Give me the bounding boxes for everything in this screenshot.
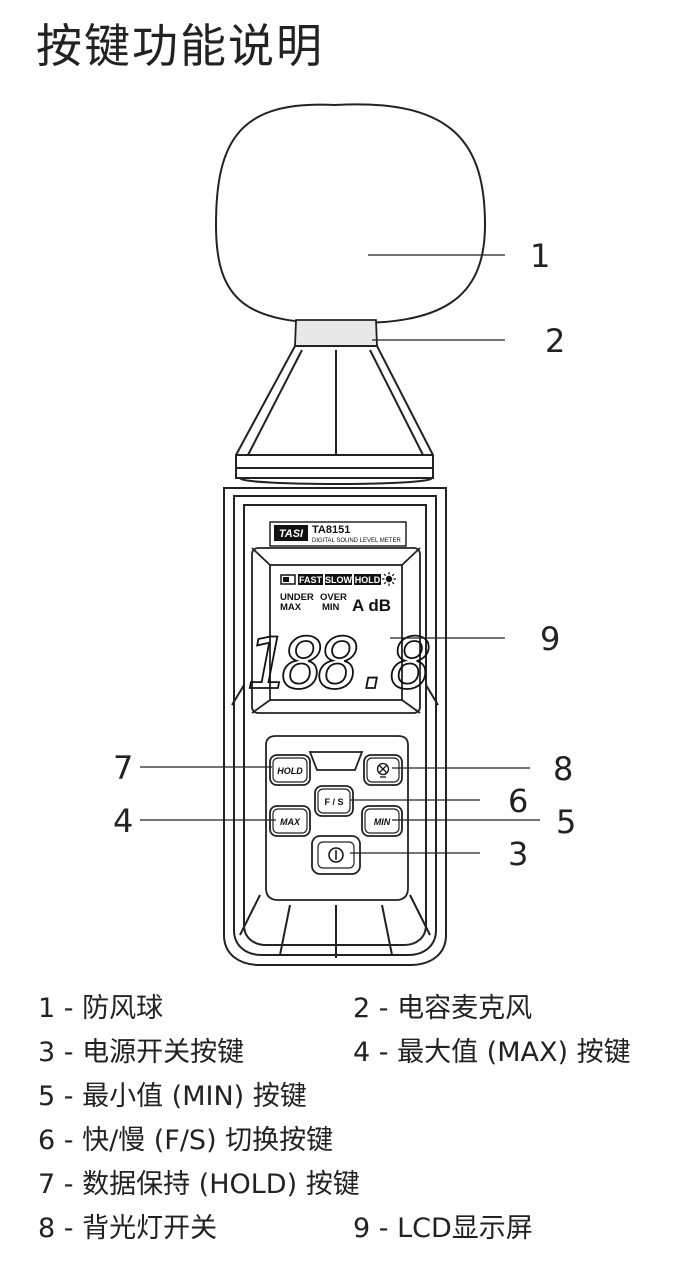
lcd-bezel — [251, 547, 421, 714]
lcd-over: OVER — [320, 592, 347, 603]
model-subtitle: DIGITAL SOUND LEVEL METER — [312, 538, 401, 544]
legend-item-2: 2 - 电容麦克风 — [353, 993, 533, 1024]
legend-item-8: 8 - 背光灯开关 — [38, 1213, 218, 1244]
min-button-label: MIN — [374, 817, 391, 827]
sound-level-meter-diagram: TASI TA8151 DIGITAL SOUND LEVEL METER FA… — [113, 103, 576, 966]
callout-1: 1 — [530, 237, 550, 275]
legend-item-9: 9 - LCD显示屏 — [353, 1213, 533, 1244]
callout-8: 8 — [553, 750, 573, 788]
page-title: 按键功能说明 — [36, 19, 324, 73]
legend-item-1: 1 - 防风球 — [38, 993, 164, 1024]
fs-button[interactable]: F / S — [314, 785, 354, 817]
lcd-fast: FAST — [299, 575, 323, 585]
callout-2: 2 — [545, 322, 565, 360]
legend-item-5: 5 - 最小值 (MIN) 按键 — [38, 1081, 307, 1112]
callout-5: 5 — [556, 803, 576, 841]
leader-lines — [140, 254, 540, 854]
hold-button-label: HOLD — [277, 766, 303, 776]
legend-item-3: 3 - 电源开关按键 — [38, 1037, 245, 1068]
backlight-button[interactable] — [363, 754, 403, 786]
brand-strip: TASI TA8151 DIGITAL SOUND LEVEL METER — [269, 521, 407, 547]
legend-item-6: 6 - 快/慢 (F/S) 切换按键 — [38, 1125, 334, 1156]
power-icon — [328, 847, 344, 863]
lcd-under: UNDER — [280, 592, 314, 603]
power-button[interactable] — [311, 835, 361, 875]
legend-item-7: 7 - 数据保持 (HOLD) 按键 — [38, 1169, 360, 1200]
lcd-digits: 188.8 — [246, 623, 430, 705]
fs-button-label: F / S — [324, 797, 343, 807]
hold-button[interactable]: HOLD — [269, 754, 311, 786]
min-button[interactable]: MIN — [361, 805, 403, 837]
lcd-min: MIN — [322, 602, 340, 613]
lcd-unit: A dB — [352, 596, 391, 615]
lcd-max: MAX — [280, 602, 302, 613]
microphone — [294, 319, 378, 347]
brand-logo: TASI — [279, 528, 304, 540]
max-button[interactable]: MAX — [269, 805, 311, 837]
backlight-sun-icon — [382, 572, 396, 586]
meter-head — [235, 345, 434, 485]
callout-7: 7 — [113, 749, 133, 787]
lcd-screen: FAST SLOW HOLD UNDER OVER MAX MIN A dB 1… — [245, 572, 436, 706]
windscreen-ball — [214, 103, 487, 325]
lcd-hold: HOLD — [355, 575, 381, 585]
lcd-slow: SLOW — [325, 575, 353, 585]
max-button-label: MAX — [280, 817, 301, 827]
legend-item-4: 4 - 最大值 (MAX) 按键 — [353, 1037, 631, 1068]
bulb-icon — [376, 762, 390, 778]
model-label: TA8151 — [312, 524, 350, 536]
callout-9: 9 — [540, 620, 560, 658]
battery-icon — [280, 574, 296, 585]
callout-4: 4 — [113, 802, 133, 840]
callout-6: 6 — [508, 782, 528, 820]
callout-3: 3 — [508, 835, 528, 873]
